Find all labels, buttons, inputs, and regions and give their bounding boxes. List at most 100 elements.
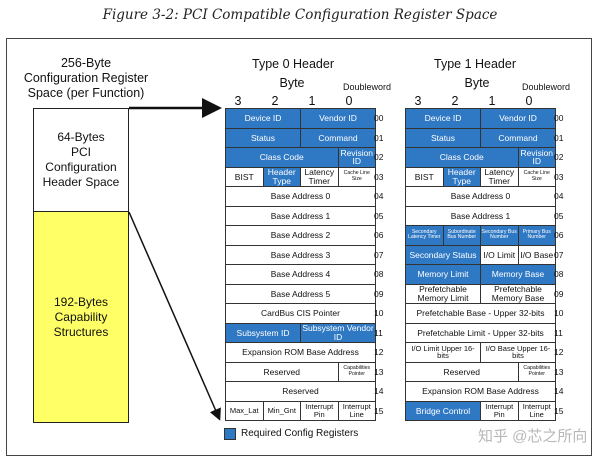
- doubleword-number: 01: [374, 132, 384, 143]
- register-bist: BIST: [405, 166, 444, 187]
- type0-byte-number: 3: [234, 94, 242, 108]
- type0-byte-number: 0: [345, 94, 353, 108]
- doubleword-number: 05: [554, 210, 564, 221]
- legend-swatch: [224, 428, 236, 440]
- doubleword-number: 10: [554, 308, 564, 318]
- register-cache-line-size: Cache Line Size: [337, 166, 376, 187]
- register-header-type: Header Type: [442, 166, 481, 187]
- doubleword-number: 11: [554, 327, 563, 338]
- register-revision-id: Revision ID: [517, 147, 556, 168]
- register-i-o-base: I/O Base: [517, 244, 556, 265]
- register-row: Expansion ROM Base Address: [225, 342, 376, 363]
- register-cache-line-size: Cache Line Size: [517, 166, 556, 187]
- doubleword-number: 06: [374, 230, 384, 240]
- doubleword-number: 09: [554, 288, 564, 299]
- doubleword-number: 04: [374, 191, 384, 201]
- register-base-address-1: Base Address 1: [405, 205, 556, 226]
- type1-byte-number: 2: [451, 94, 459, 108]
- header-space-line: Header Space: [42, 175, 120, 189]
- doubleword-number: 15: [374, 405, 384, 416]
- header-space-line: PCI Configuration: [45, 145, 117, 174]
- register-vendor-id: Vendor ID: [300, 108, 376, 129]
- doubleword-number: 14: [554, 386, 564, 396]
- register-row: Base Address 5: [225, 283, 376, 304]
- doubleword-number: 13: [554, 366, 564, 377]
- register-max-lat: Max_Lat: [225, 400, 264, 421]
- register-capabilities-pointer: Capabilities Pointer: [337, 361, 376, 382]
- register-row: Base Address 1: [225, 205, 376, 226]
- doubleword-number: 00: [374, 113, 384, 123]
- register-base-address-0: Base Address 0: [225, 186, 376, 207]
- doubleword-number: 09: [374, 288, 384, 299]
- register-interrupt-line: Interrupt Line: [337, 400, 376, 421]
- register-subordinate-bus-number: Subordinate Bus Number: [442, 225, 481, 246]
- doubleword-number: 11: [374, 327, 383, 338]
- doubleword-number: 04: [554, 191, 564, 201]
- doubleword-number: 07: [554, 249, 564, 260]
- doubleword-number: 08: [374, 269, 384, 279]
- register-row: Expansion ROM Base Address: [405, 381, 556, 402]
- doubleword-number: 01: [554, 132, 564, 143]
- register-min-gnt: Min_Gnt: [262, 400, 301, 421]
- type0-title: Type 0 Header: [252, 57, 334, 71]
- doubleword-number: 03: [374, 171, 384, 182]
- register-base-address-0: Base Address 0: [405, 186, 556, 207]
- left-title-line: Configuration Register: [23, 71, 149, 85]
- capability-line: Structures: [53, 324, 109, 339]
- register-latency-timer: Latency Timer: [480, 166, 519, 187]
- register-base-address-2: Base Address 2: [225, 225, 376, 246]
- register-row: Base Address 4: [225, 264, 376, 285]
- register-secondary-bus-number: Secondary Bus Number: [480, 225, 519, 246]
- doubleword-number: 14: [374, 386, 384, 396]
- register-secondary-status: Secondary Status: [405, 244, 481, 265]
- register-reserved: Reserved: [405, 361, 519, 382]
- register-primary-bus-number: Primary Bus Number: [517, 225, 556, 246]
- figure-frame: [6, 38, 592, 456]
- type1-byte-number: 1: [488, 94, 496, 108]
- register-status: Status: [225, 127, 301, 148]
- register-subsystem-vendor-id: Subsystem Vendor ID: [300, 322, 376, 343]
- register-reserved: Reserved: [225, 361, 339, 382]
- capability-line: Capability: [54, 309, 108, 324]
- register-row: Base Address 2: [225, 225, 376, 246]
- figure-title: Figure 3-2: PCI Compatible Configuration…: [102, 7, 498, 23]
- register-base-address-1: Base Address 1: [225, 205, 376, 226]
- register-bist: BIST: [225, 166, 264, 187]
- left-title-line: 256-Byte: [60, 56, 112, 70]
- register-class-code: Class Code: [225, 147, 339, 168]
- doubleword-number: 05: [374, 210, 384, 221]
- register-base-address-3: Base Address 3: [225, 244, 376, 265]
- register-capabilities-pointer: Capabilities Pointer: [517, 361, 556, 382]
- doubleword-number: 13: [374, 366, 384, 377]
- register-prefetchable-memory-limit: Prefetchable Memory Limit: [405, 283, 481, 304]
- type0-byte-number: 1: [308, 94, 316, 108]
- doubleword-number: 03: [554, 171, 564, 182]
- register-row: Prefetchable Limit - Upper 32-bits: [405, 322, 556, 343]
- left-title-line: Space (per Function): [27, 86, 145, 100]
- watermark: 知乎 @芯之所向: [478, 428, 588, 445]
- register-i-o-limit: I/O Limit: [480, 244, 519, 265]
- register-header-type: Header Type: [262, 166, 301, 187]
- legend-label: Required Config Registers: [241, 428, 359, 439]
- type1-byte-number: 3: [414, 94, 422, 108]
- register-device-id: Device ID: [225, 108, 301, 129]
- register-row: Prefetchable Base - Upper 32-bits: [405, 303, 556, 324]
- capability-line: 192-Bytes: [53, 294, 109, 309]
- register-device-id: Device ID: [405, 108, 481, 129]
- register-interrupt-line: Interrupt Line: [517, 400, 556, 421]
- register-memory-limit: Memory Limit: [405, 264, 481, 285]
